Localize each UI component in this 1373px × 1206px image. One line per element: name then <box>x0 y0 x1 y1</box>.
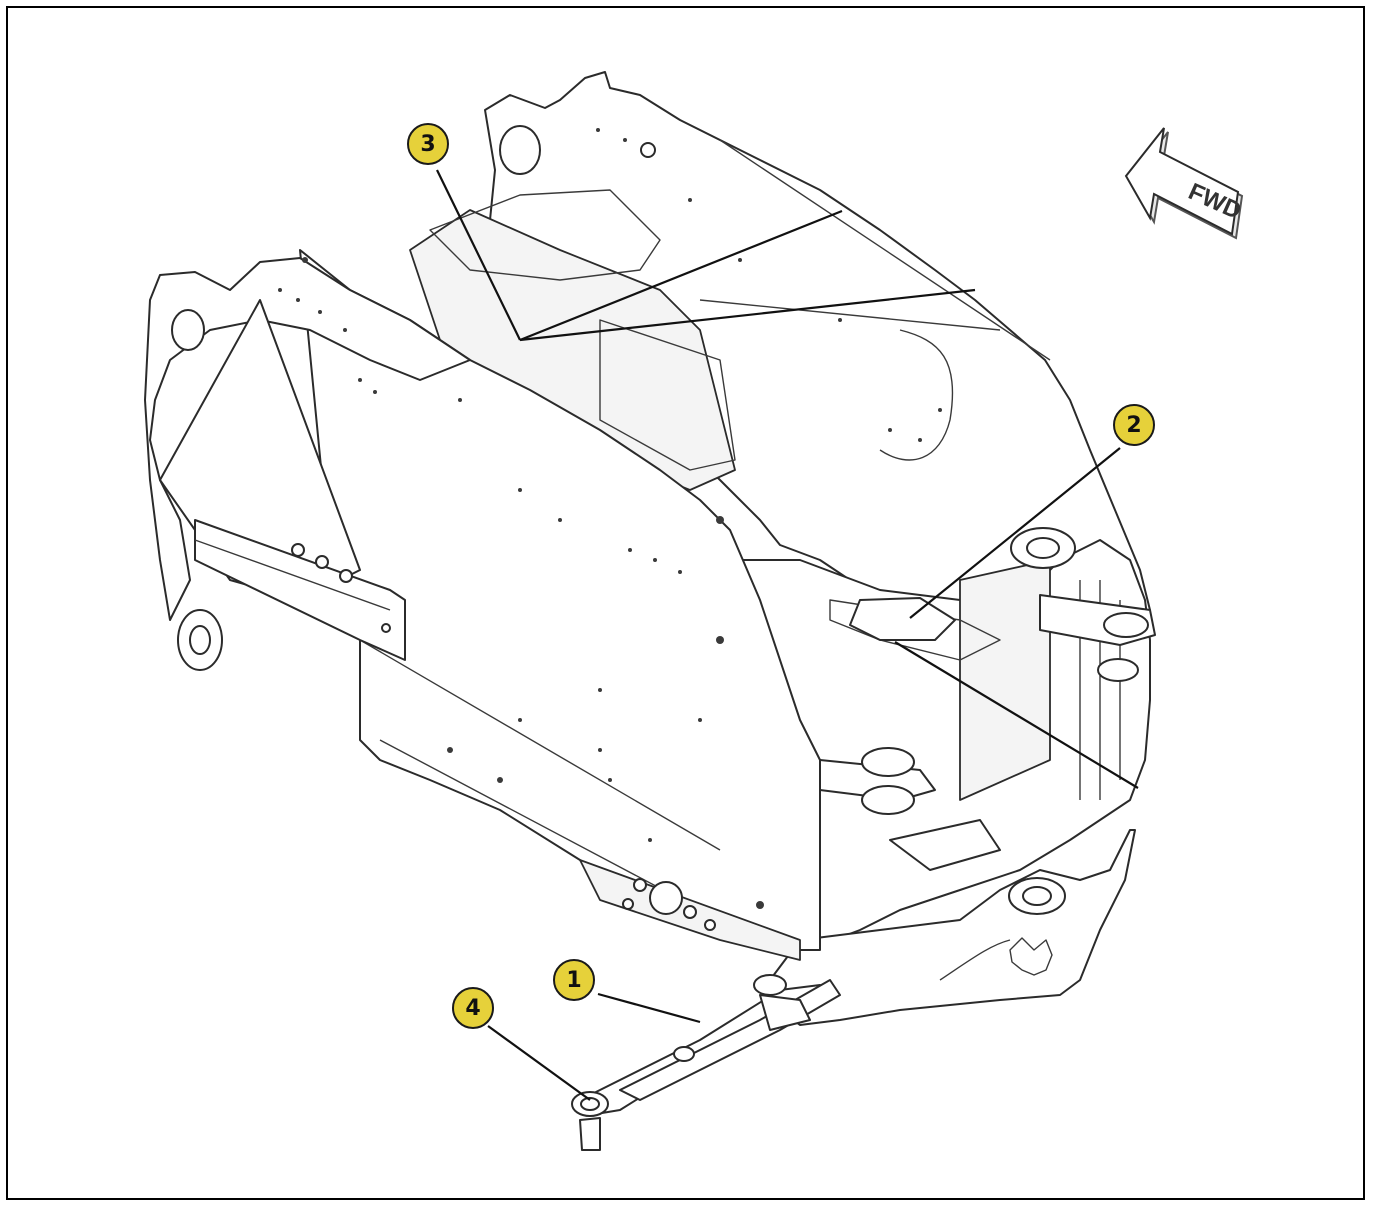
linkage-assembly <box>571 974 841 1151</box>
leader-2 <box>909 447 1121 619</box>
rivet-dots <box>278 128 942 909</box>
callout-badge-3: 3 <box>407 123 449 165</box>
callout-badge-1: 1 <box>553 959 595 1001</box>
upper-lug-hole <box>499 125 541 175</box>
forward-direction-arrow-icon: FWD <box>1124 127 1245 240</box>
leader-3 <box>436 169 521 341</box>
callout-badge-2: 2 <box>1113 404 1155 446</box>
lower-frame <box>769 829 1136 1026</box>
leader-1 <box>597 992 701 1024</box>
callout-badge-4: 4 <box>452 987 494 1029</box>
left-lug-hole <box>171 309 205 351</box>
left-lug-plate <box>144 257 471 671</box>
index-plate <box>849 597 956 641</box>
callout-leaders <box>436 169 1139 1101</box>
leader-4 <box>487 1025 591 1101</box>
right-side-structure <box>739 527 1156 946</box>
main-side-plate <box>299 249 821 961</box>
